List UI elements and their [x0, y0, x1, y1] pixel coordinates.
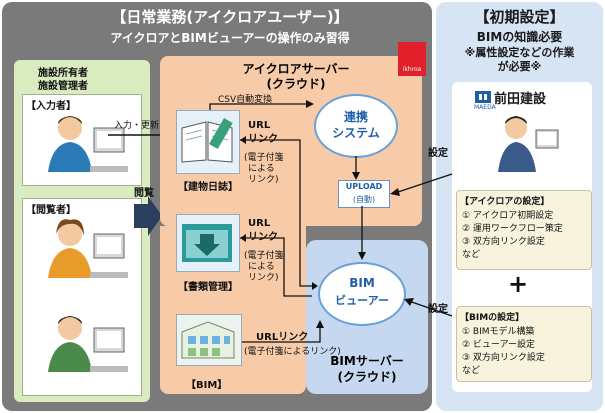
url-label-1: URL — [248, 120, 271, 131]
browse-label: 閲覧 — [134, 188, 154, 199]
owner-label: 施設所有者 — [38, 68, 88, 79]
bim-viewer-node — [318, 262, 406, 326]
sticky-label-2b: による — [248, 262, 275, 272]
bim-setting-item: ① BIMモデル構築 — [462, 327, 535, 337]
ikuroa-logo-text: ikhroa — [402, 66, 422, 73]
manager-label: 施設管理者 — [38, 81, 88, 92]
bim-server-subtitle: (クラウド) — [337, 370, 397, 384]
daily-operations-subtitle: アイクロアとBIMビューアーの操作のみ習得 — [110, 31, 350, 45]
sticky-label-2a: (電子付箋 — [244, 251, 284, 261]
ikuroa-settings-heading: 【アイクロアの設定】 — [460, 197, 550, 207]
upload-auto-label: (自動) — [352, 195, 376, 204]
ikuroa-setting-item: ① アイクロア初期設定 — [462, 211, 554, 221]
link-label-2: リンク — [248, 232, 278, 243]
maeda-logo-icon — [475, 91, 491, 103]
bim-setting-item: ③ 双方向リンク設定 — [462, 353, 545, 363]
ikuroa-setting-item: ② 運用ワークフロー策定 — [462, 224, 563, 234]
input-role-label: 【入力者】 — [26, 101, 76, 112]
attribute-setting-note: ※属性設定などの作業 — [464, 46, 575, 59]
bim-viewer-label1: BIM — [349, 276, 375, 290]
ikuroa-setting-item: ③ 双方向リンク設定 — [462, 237, 545, 247]
ikuroa-server-title: アイクロアサーバー — [242, 62, 350, 76]
company-small-name: MAEDA — [474, 104, 496, 111]
bim-setting-item: ② ビューアー設定 — [462, 340, 536, 350]
url-label-2: URL — [248, 218, 271, 229]
upload-box — [338, 180, 390, 208]
folder-icon — [182, 224, 232, 262]
building-model-icon — [181, 321, 235, 359]
building-diary-label: 【建物日誌】 — [178, 182, 238, 193]
sticky-label-1a: (電子付箋 — [244, 153, 284, 163]
bim-knowledge-note: BIMの知識必要 — [476, 30, 563, 44]
viewer-person-icon — [48, 219, 128, 278]
link-system-label2: システム — [332, 126, 380, 140]
maeda-person-icon — [498, 116, 559, 172]
bim-url-link-label: URLリンク — [256, 332, 309, 343]
required-note: が必要※ — [497, 60, 542, 73]
daily-operations-title: 【日常業務(アイクロアユーザー)】 — [111, 8, 349, 26]
ikuroa-logo — [398, 42, 426, 76]
bim-settings-box — [456, 306, 592, 382]
book-icon — [181, 118, 233, 163]
sticky-label-1c: リンク) — [248, 175, 279, 185]
bim-settings-heading: 【BIMの設定】 — [460, 313, 525, 323]
ikuroa-setting-item: など — [462, 250, 481, 260]
link-label-1: リンク — [248, 134, 278, 145]
bim-setting-item: など — [462, 366, 481, 376]
link-system-label1: 連携 — [343, 110, 368, 124]
ikuroa-settings-box — [456, 190, 592, 270]
csv-conversion-label: CSV自動変換 — [218, 95, 273, 105]
sticky-label-1b: による — [248, 164, 275, 174]
company-name: 前田建設 — [494, 92, 547, 107]
viewer-role-label: 【閲覧者】 — [26, 205, 76, 216]
sticky-label-2c: リンク) — [248, 273, 279, 283]
bim-sticky-link-label: (電子付箋によるリンク) — [244, 347, 341, 357]
plus-icon: + — [508, 270, 529, 298]
browse-arrow-icon — [134, 196, 162, 236]
document-management-label: 【書類管理】 — [178, 282, 238, 293]
viewer-person2-icon — [48, 316, 128, 372]
setting-label-2: 設定 — [428, 304, 448, 315]
setting-label-1: 設定 — [428, 148, 448, 159]
ikuroa-server-subtitle: (クラウド) — [266, 77, 326, 91]
upload-label: UPLOAD — [345, 182, 383, 191]
input-update-label: 入力・更新 — [114, 121, 160, 131]
bim-label: 【BIM】 — [186, 380, 228, 391]
bim-server-title: BIMサーバー — [330, 354, 404, 368]
initial-setup-title: 【初期設定】 — [474, 8, 565, 26]
bim-viewer-label2: ビューアー — [335, 294, 389, 307]
